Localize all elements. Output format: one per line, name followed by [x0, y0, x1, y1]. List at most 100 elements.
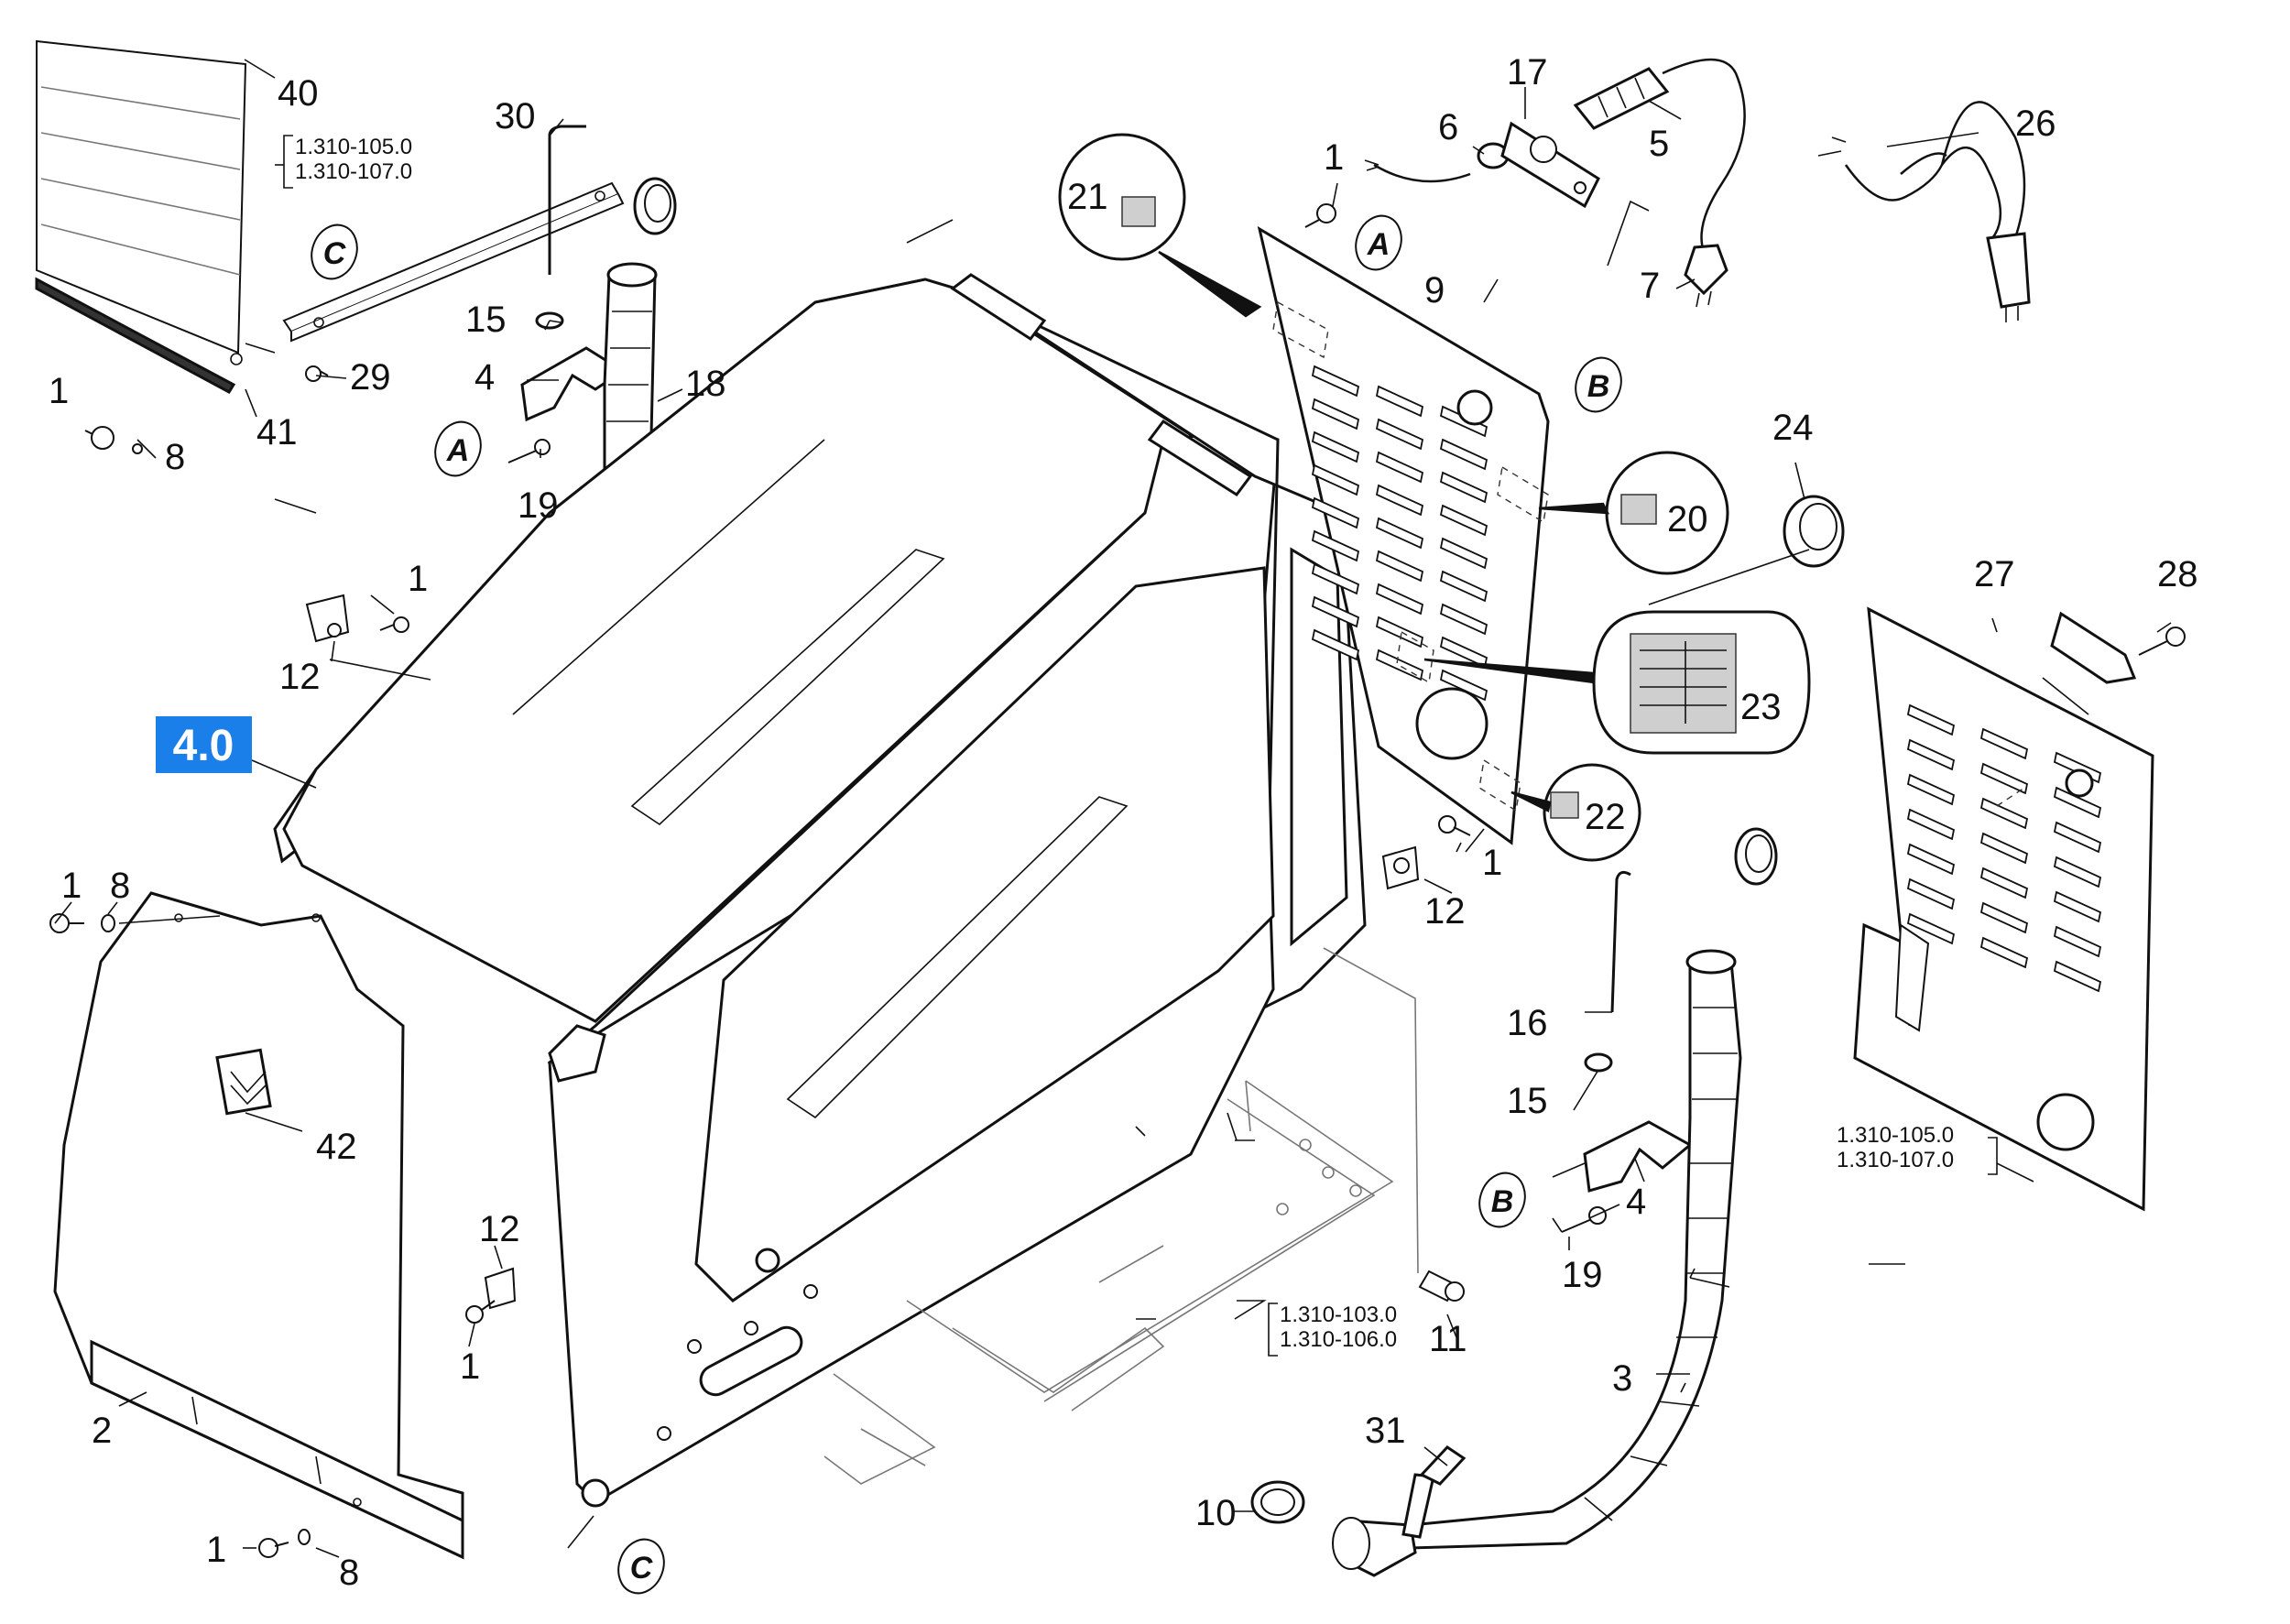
vent-slot	[1311, 562, 1360, 595]
screw-19-right	[1561, 1206, 1607, 1233]
leader-lines	[54, 59, 2172, 1558]
callout-4-top: 4	[474, 357, 495, 398]
screw-1-mid	[379, 616, 409, 633]
callout-5: 5	[1649, 124, 1669, 164]
svg-text:C: C	[323, 236, 346, 271]
hose-3	[1332, 827, 1778, 1577]
svg-text:B: B	[1587, 369, 1610, 404]
screw-1-right	[1438, 815, 1471, 836]
callout-15-top: 15	[465, 300, 507, 340]
vent-slot	[1311, 431, 1360, 463]
vent-slot	[1906, 877, 1956, 910]
vent-slot	[1375, 583, 1424, 616]
cable-6	[1364, 159, 1471, 183]
screw-29	[305, 365, 329, 382]
circled-letter-a-left: A	[434, 420, 482, 477]
vent-slot	[1375, 550, 1424, 583]
clip-12-low	[484, 1267, 517, 1310]
detail-circle-20	[1538, 451, 1729, 575]
vent-slot	[1375, 649, 1424, 681]
circled-letter-c-bottom: C	[617, 1538, 665, 1595]
callout-18: 18	[685, 364, 726, 404]
callout-24: 24	[1772, 408, 1814, 448]
circled-letter-b-right: B	[1478, 1172, 1526, 1228]
screw-1-panel	[1304, 203, 1336, 228]
vent-slot	[2053, 821, 2102, 854]
callout-19-top: 19	[518, 485, 559, 526]
vent-slot	[2053, 960, 2102, 993]
bracket-4-right	[1583, 1120, 1693, 1193]
vent-slot	[1906, 808, 1956, 841]
callout-15-right: 15	[1507, 1081, 1548, 1121]
clip-12-mid	[305, 594, 350, 643]
ref-bottom-mid-1: 1.310-103.0	[1280, 1302, 1397, 1327]
callout-8-topleft: 8	[165, 437, 185, 477]
svg-text:A: A	[446, 433, 470, 468]
svg-text:C: C	[630, 1551, 653, 1586]
callout-3: 3	[1612, 1358, 1632, 1399]
callout-1-panel: 1	[1324, 137, 1344, 178]
detail-circle-22	[1510, 763, 1641, 862]
callout-31: 31	[1365, 1411, 1406, 1451]
callout-9: 9	[1424, 270, 1445, 311]
vent-slot	[1439, 471, 1488, 504]
vent-slot	[2053, 856, 2102, 888]
vent-slot	[1375, 451, 1424, 484]
rod-30	[548, 125, 586, 275]
fitting-31	[1401, 1445, 1467, 1539]
clamp-10	[1250, 1480, 1305, 1524]
circled-letter-c-top: C	[311, 223, 358, 280]
callout-17: 17	[1507, 52, 1548, 93]
vent-slot	[1375, 517, 1424, 550]
washer-8-left	[101, 914, 115, 932]
vent-slot	[1906, 773, 1956, 806]
washer-8-bottom	[298, 1529, 311, 1545]
callout-12-low: 12	[479, 1209, 520, 1249]
callout-21: 21	[1067, 177, 1108, 217]
vent-slot	[2053, 890, 2102, 923]
section-badge: 4.0	[156, 716, 252, 773]
callout-7: 7	[1640, 266, 1660, 306]
vent-slot	[2053, 925, 2102, 958]
ref-right-1: 1.310-105.0	[1837, 1123, 1954, 1148]
vent-panel-9	[1257, 225, 1550, 845]
vent-slot	[1979, 797, 2029, 830]
ref-box-bottom-mid: 1.310-103.0 1.310-106.0	[1268, 1302, 1397, 1357]
vent-slot	[1311, 628, 1360, 661]
circled-letter-a-top: A	[1355, 214, 1402, 271]
vent-slot	[1979, 901, 2029, 934]
callout-41: 41	[256, 412, 298, 452]
callout-1-topleft: 1	[49, 371, 69, 411]
bracket-27	[2050, 611, 2137, 684]
vent-slot	[1439, 603, 1488, 636]
vent-slot	[1311, 463, 1360, 496]
power-cord-26	[1817, 101, 2031, 322]
vent-slot	[1979, 727, 2029, 760]
callout-27: 27	[1974, 554, 2015, 594]
callout-8-left: 8	[110, 866, 130, 906]
ref-box-right-panel: 1.310-105.0 1.310-107.0	[1837, 1123, 1998, 1175]
screw-1-low	[465, 1300, 496, 1324]
callout-6: 6	[1438, 107, 1458, 147]
vent-slot	[1906, 703, 1956, 736]
screw-1-topleft	[84, 426, 143, 454]
callout-23: 23	[1740, 687, 1782, 727]
ref-right-2: 1.310-107.0	[1837, 1148, 1954, 1172]
bracket-4-top	[520, 346, 626, 422]
bracket-rail	[282, 181, 625, 343]
vent-slot	[1311, 595, 1360, 628]
callout-16: 16	[1507, 1003, 1548, 1043]
callout-20: 20	[1667, 499, 1708, 540]
callout-29: 29	[350, 357, 391, 398]
washer-15-right	[1584, 1052, 1613, 1073]
vent-slot	[1439, 537, 1488, 570]
section-badge-label: 4.0	[173, 722, 234, 770]
vent-slot	[1311, 496, 1360, 529]
ref-top-left-2: 1.310-107.0	[295, 159, 412, 184]
callout-1-bottom: 1	[206, 1530, 226, 1570]
callout-22: 22	[1585, 797, 1626, 837]
ref-box-top-left: 1.310-105.0 1.310-107.0	[275, 135, 412, 189]
top-left-panel	[36, 39, 247, 365]
callout-numbers: 40 30 1 41 8 29 15 4 19 18 1 12 21 1 6 1…	[49, 52, 2198, 1593]
